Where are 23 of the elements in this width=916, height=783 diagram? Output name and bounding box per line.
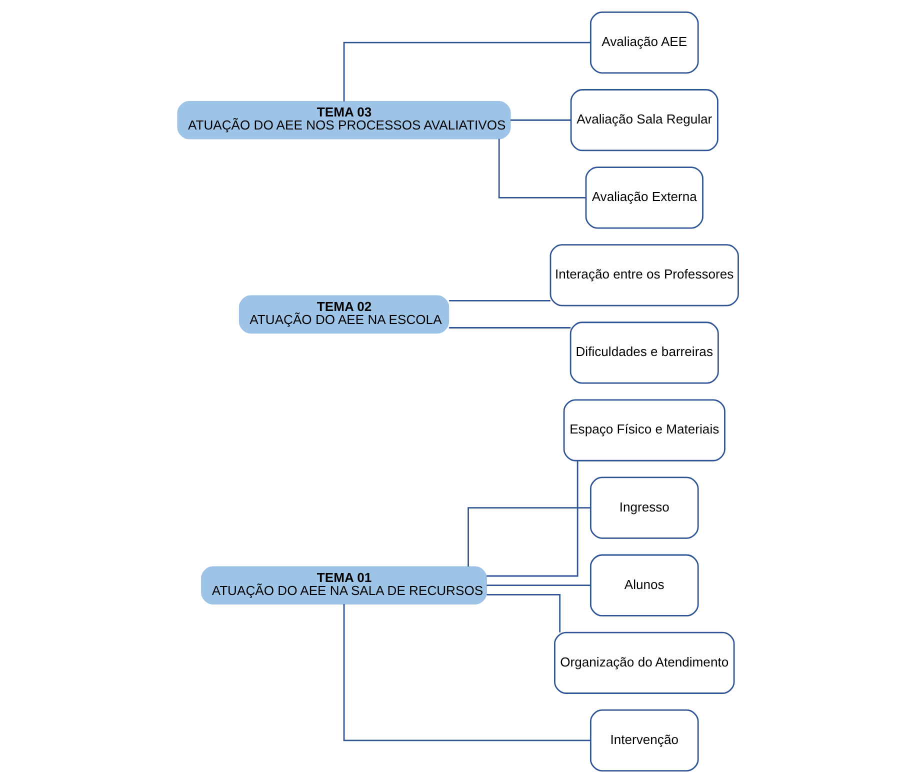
connector: [498, 138, 586, 198]
node-box: Organização do Atendimento: [554, 632, 735, 694]
node-box: Alunos: [590, 554, 699, 616]
node-box: Avaliação AEE: [590, 12, 699, 74]
connector: [468, 507, 591, 567]
node-box: TEMA 01 ATUAÇÃO DO AEE NA SALA DE RECURSOS: [201, 566, 487, 604]
node-box: Avaliação Sala Regular: [570, 89, 718, 152]
node-box: Ingresso: [590, 476, 699, 539]
connector: [449, 327, 571, 328]
connector: [486, 460, 578, 577]
node-box: Avaliação Externa: [585, 166, 704, 229]
connector: [510, 119, 571, 121]
node-box: Intervenção: [590, 709, 699, 772]
node-box: Dificuldades e barreiras: [570, 322, 719, 384]
connector: [486, 584, 590, 586]
node-box: TEMA 02 ATUAÇÃO DO AEE NA ESCOLA: [238, 295, 450, 334]
connector: [449, 300, 550, 302]
node-box: Interação entre os Professores: [550, 244, 739, 306]
connector: [486, 594, 561, 632]
node-box: Espaço Físico e Materiais: [563, 399, 726, 462]
connector: [343, 604, 590, 742]
connector: [343, 42, 590, 102]
node-box: TEMA 03 ATUAÇÃO DO AEE NOS PROCESSOS AVALIATIVOS: [177, 100, 511, 140]
